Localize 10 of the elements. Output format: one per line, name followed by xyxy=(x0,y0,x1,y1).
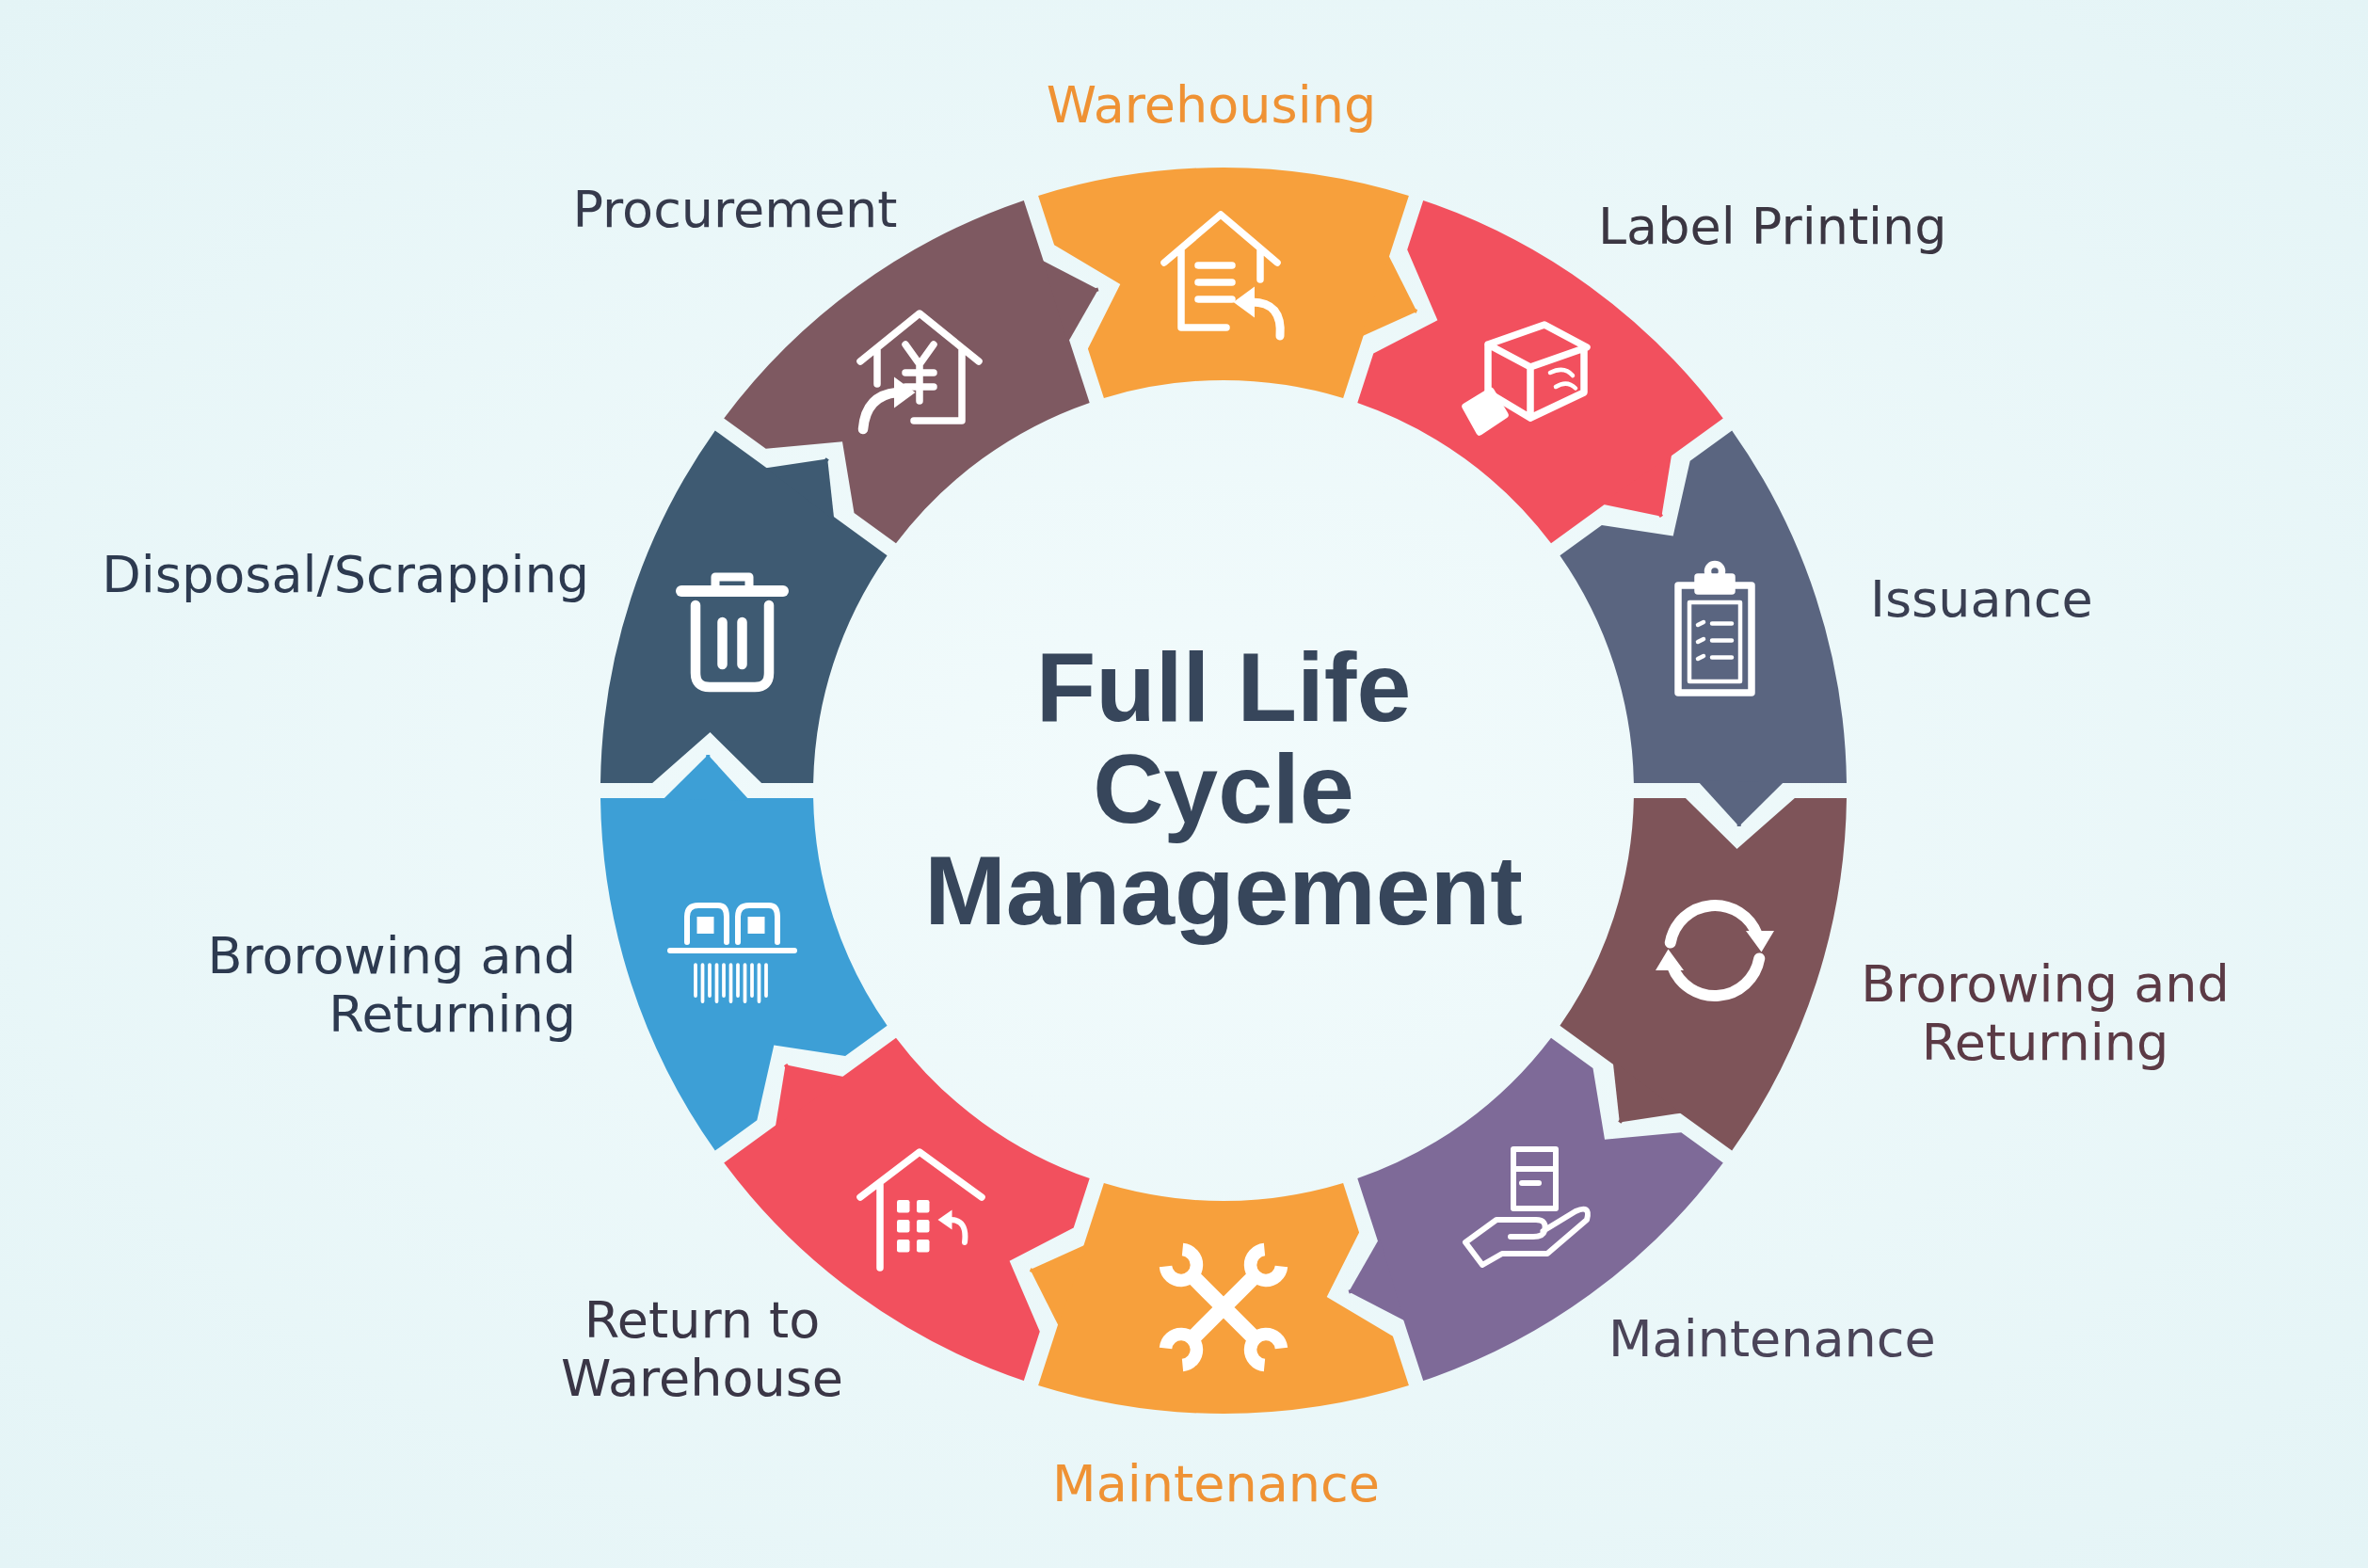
step-label: Maintenance xyxy=(1052,1454,1380,1514)
step-label: Warehousing xyxy=(1046,75,1377,136)
step-label: Label Printing xyxy=(1598,197,1947,257)
step-label: Issuance xyxy=(1870,569,2093,630)
step-label: Disposal/Scrapping xyxy=(102,545,589,605)
step-label: Maintenance xyxy=(1608,1309,1936,1369)
step-label: Brorowing and Returning xyxy=(1860,954,2231,1073)
step-label: Return to Warehouse xyxy=(559,1290,845,1409)
step-label: Brorowing and Returning xyxy=(206,926,576,1045)
step-label: Procurement xyxy=(572,180,898,240)
